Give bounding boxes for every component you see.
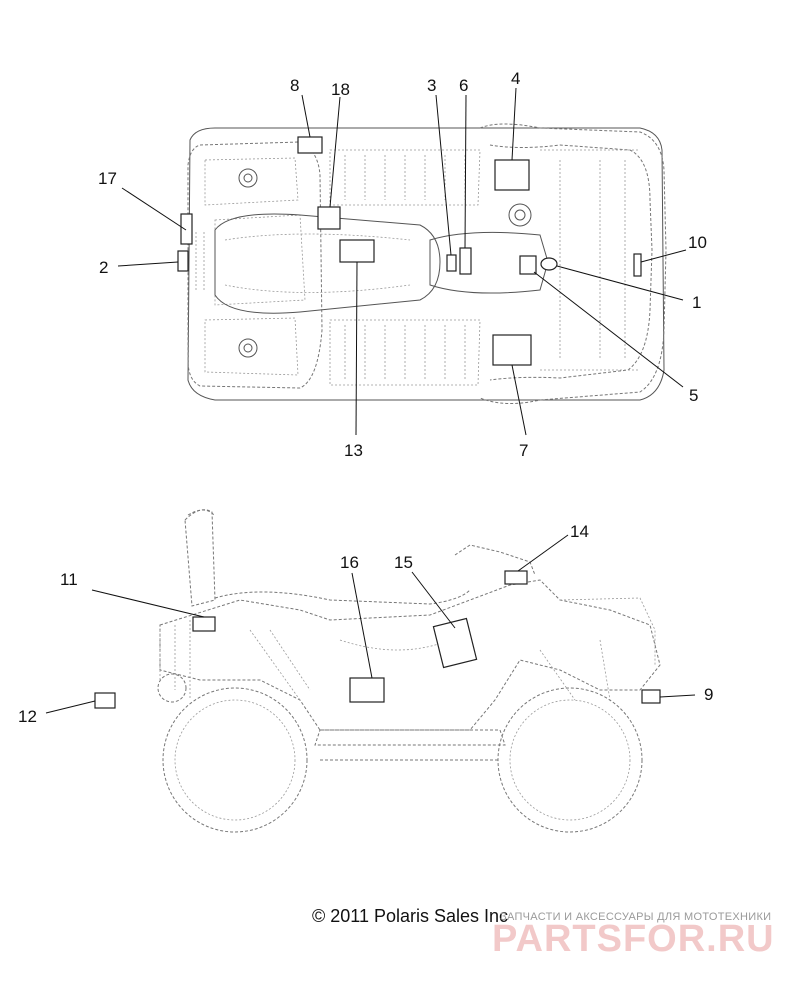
decal-3 [446, 254, 457, 272]
callout-6: 6 [459, 76, 468, 95]
decal-5 [519, 255, 537, 275]
decal-4 [494, 159, 530, 191]
decal-7 [492, 334, 532, 366]
decal-15 [432, 617, 478, 669]
leader-lines [45, 87, 696, 714]
callout-17: 17 [98, 169, 117, 188]
watermark-logo: PARTSFOR.RU [492, 918, 775, 960]
decal-6 [459, 247, 472, 275]
decal-11 [192, 616, 216, 632]
callout-9: 9 [704, 685, 713, 704]
callout-8: 8 [290, 76, 299, 95]
decal-16 [349, 677, 385, 703]
callout-4: 4 [511, 69, 520, 88]
callout-10: 10 [688, 233, 707, 252]
copyright-notice: © 2011 Polaris Sales Inc [312, 906, 509, 926]
callout-3: 3 [427, 76, 436, 95]
decal-13 [339, 239, 375, 263]
callout-14: 14 [570, 522, 589, 541]
callout-13: 13 [344, 441, 363, 460]
callout-12: 12 [18, 707, 37, 726]
decal-2 [177, 250, 189, 272]
callout-16: 16 [340, 553, 359, 572]
callout-1: 1 [692, 293, 701, 312]
decal-14 [504, 570, 528, 585]
decal-18 [317, 206, 341, 230]
atv-top-view [177, 123, 667, 404]
decal-10 [633, 253, 642, 277]
decal-17 [180, 213, 193, 245]
callout-11: 11 [60, 570, 78, 589]
callout-numbers: 8 18 3 6 4 17 2 10 1 5 7 13 14 15 16 11 … [18, 69, 713, 726]
callout-18: 18 [331, 80, 350, 99]
decal-12 [94, 692, 116, 709]
decal-9 [641, 689, 661, 704]
callout-15: 15 [394, 553, 413, 572]
callout-7: 7 [519, 441, 528, 460]
watermark-tagline: ЗАПЧАСТИ И АКСЕССУАРЫ ДЛЯ МОТОТЕХНИКИ [500, 911, 772, 923]
decal-1 [540, 257, 558, 271]
atv-side-view [94, 509, 661, 833]
decal-8 [297, 136, 323, 154]
callout-5: 5 [689, 386, 698, 405]
callout-2: 2 [99, 258, 108, 277]
